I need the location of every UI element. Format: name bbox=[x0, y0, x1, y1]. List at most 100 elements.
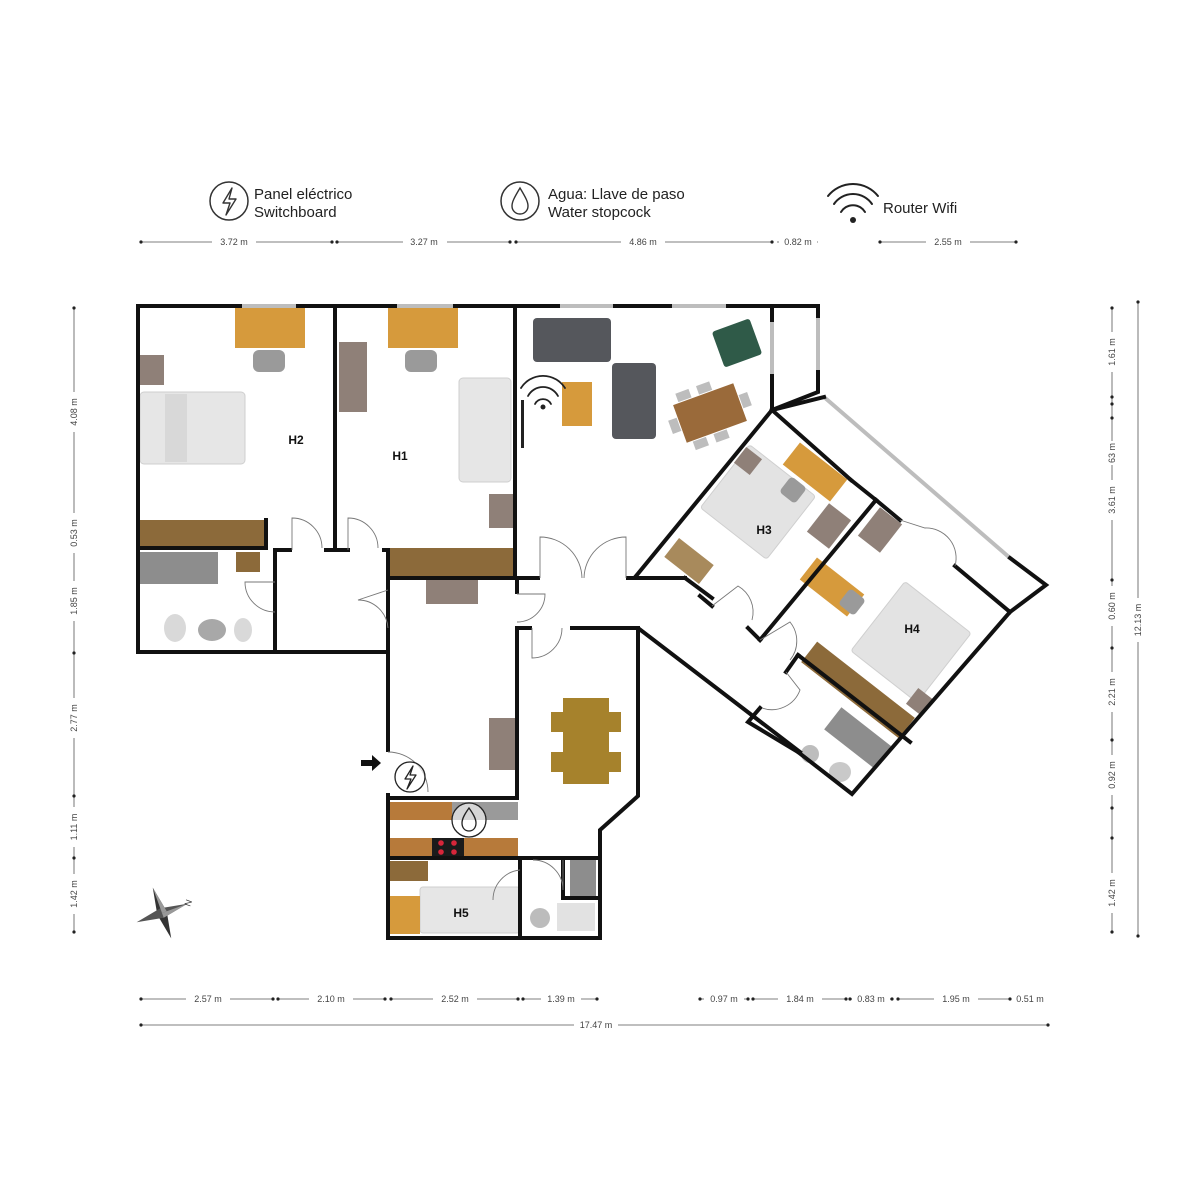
wifi-label: Router Wifi bbox=[883, 200, 957, 217]
compass-rose-icon: N bbox=[136, 887, 194, 939]
legend-wifi: Router Wifi bbox=[827, 183, 957, 223]
door-bath2 bbox=[761, 671, 801, 711]
dim-left-4: 2.77 m bbox=[69, 704, 79, 732]
compass-north-label: N bbox=[182, 898, 194, 908]
chair-h2 bbox=[253, 350, 285, 372]
bathtub-2 bbox=[824, 707, 892, 769]
dim-top-5: 2.55 m bbox=[934, 237, 962, 247]
door-central-right bbox=[516, 593, 546, 623]
wifi-icon bbox=[827, 183, 879, 223]
toilet-3 bbox=[829, 762, 851, 782]
door-balcony bbox=[899, 519, 957, 567]
chair-h1 bbox=[405, 350, 437, 372]
dim-left-6: 1.42 m bbox=[69, 880, 79, 908]
door-living-a bbox=[539, 536, 583, 579]
wardrobe-h3 bbox=[664, 537, 714, 585]
room-label-h4: H4 bbox=[904, 622, 920, 636]
dim-right-7: 1.42 m bbox=[1107, 879, 1117, 907]
sink-2 bbox=[557, 903, 595, 931]
desk-h3 bbox=[782, 442, 848, 502]
cabinet-center bbox=[426, 578, 478, 604]
door-h4-a bbox=[759, 621, 798, 661]
dim-left-5: 1.11 m bbox=[69, 814, 79, 841]
chair-h3 bbox=[780, 477, 806, 503]
shelf-h4 bbox=[857, 507, 903, 553]
dim-left-1: 4.08 m bbox=[69, 398, 79, 426]
kitchen-table bbox=[563, 698, 609, 784]
right-dimensions: 1.61 m 3.61 m 63 m 0.60 m 2.21 m 0.92 m … bbox=[1106, 300, 1144, 938]
dim-bottom-7: 0.83 m bbox=[857, 994, 885, 1004]
door-h3 bbox=[711, 585, 754, 621]
double-bed-h3 bbox=[700, 445, 816, 559]
dim-left-3: 1.85 m bbox=[69, 587, 79, 615]
wardrobe-h4 bbox=[801, 641, 915, 739]
nightstand-h2 bbox=[140, 355, 164, 385]
shelf-center bbox=[489, 718, 515, 770]
cooktop bbox=[432, 838, 464, 856]
room-label-h3: H3 bbox=[756, 523, 772, 537]
counter-top bbox=[390, 802, 452, 820]
bathtub bbox=[140, 552, 218, 584]
desk-h5 bbox=[390, 896, 420, 934]
dim-right-4: 0.60 m bbox=[1107, 592, 1117, 620]
dim-left-2: 0.53 m bbox=[69, 519, 79, 547]
switchboard-label-es: Panel eléctrico bbox=[254, 186, 352, 203]
bed-pillows-h2 bbox=[165, 394, 187, 462]
sofa-1 bbox=[533, 318, 611, 362]
switchboard-label-en: Switchboard bbox=[254, 204, 337, 221]
legend-switchboard: Panel eléctrico Switchboard bbox=[209, 181, 352, 221]
room-label-h2: H2 bbox=[288, 433, 304, 447]
furniture bbox=[139, 308, 971, 934]
shelf-h5 bbox=[390, 861, 428, 881]
wardrobe-h1 bbox=[389, 548, 514, 576]
door-kitchen bbox=[531, 627, 563, 659]
toilet-1 bbox=[164, 614, 186, 642]
dim-right-5: 2.21 m bbox=[1107, 678, 1117, 706]
bidet bbox=[234, 618, 252, 642]
dim-bottom-5: 0.97 m bbox=[710, 994, 738, 1004]
door-h5 bbox=[492, 869, 521, 901]
room-label-h5: H5 bbox=[453, 906, 469, 920]
tv bbox=[521, 400, 524, 448]
desk-h1 bbox=[388, 308, 458, 348]
legend-water: Agua: Llave de paso Water stopcock bbox=[500, 181, 685, 221]
sofa-2 bbox=[612, 363, 656, 439]
door-h1 bbox=[347, 517, 379, 550]
top-dimensions: 3.72 m 3.27 m 4.86 m 0.82 m 2.55 m bbox=[139, 236, 1018, 248]
desk-h2 bbox=[235, 308, 305, 348]
dim-bottom-8: 1.95 m bbox=[942, 994, 970, 1004]
dining-table bbox=[668, 381, 752, 451]
wardrobe-h2 bbox=[140, 520, 266, 548]
coffee-table bbox=[562, 382, 592, 426]
water-label-es: Agua: Llave de paso bbox=[548, 186, 685, 203]
dim-bottom-1: 2.57 m bbox=[194, 994, 222, 1004]
single-bed-h1 bbox=[458, 377, 512, 483]
door-living-b bbox=[583, 536, 627, 579]
wifi-router-marker bbox=[520, 375, 566, 410]
dim-right-2: 3.61 m bbox=[1107, 486, 1117, 514]
armchair bbox=[712, 319, 762, 367]
door-central-left bbox=[357, 589, 389, 629]
chair-h4 bbox=[839, 589, 865, 615]
switchboard-marker bbox=[394, 761, 426, 793]
door-bath3 bbox=[532, 859, 564, 891]
shower bbox=[570, 858, 596, 900]
nightstand-h3 bbox=[733, 446, 763, 476]
entrance-arrow-icon bbox=[361, 755, 381, 771]
dim-right-total: 12.13 m bbox=[1133, 604, 1143, 637]
bed-h5 bbox=[419, 886, 521, 934]
lightning-bolt-icon bbox=[209, 181, 249, 221]
dim-bottom-4: 1.39 m bbox=[547, 994, 575, 1004]
water-drop-icon bbox=[500, 181, 540, 221]
walls bbox=[136, 304, 1050, 940]
dim-top-2: 3.27 m bbox=[410, 237, 438, 247]
sink-1 bbox=[198, 619, 226, 641]
nightstand-h1 bbox=[489, 494, 513, 528]
water-label-en: Water stopcock bbox=[548, 204, 651, 221]
windows bbox=[240, 304, 1012, 560]
toilet-2 bbox=[530, 908, 550, 928]
dim-right-1: 1.61 m bbox=[1107, 338, 1117, 366]
dim-top-1: 3.72 m bbox=[220, 237, 248, 247]
dim-bottom-3: 2.52 m bbox=[441, 994, 469, 1004]
